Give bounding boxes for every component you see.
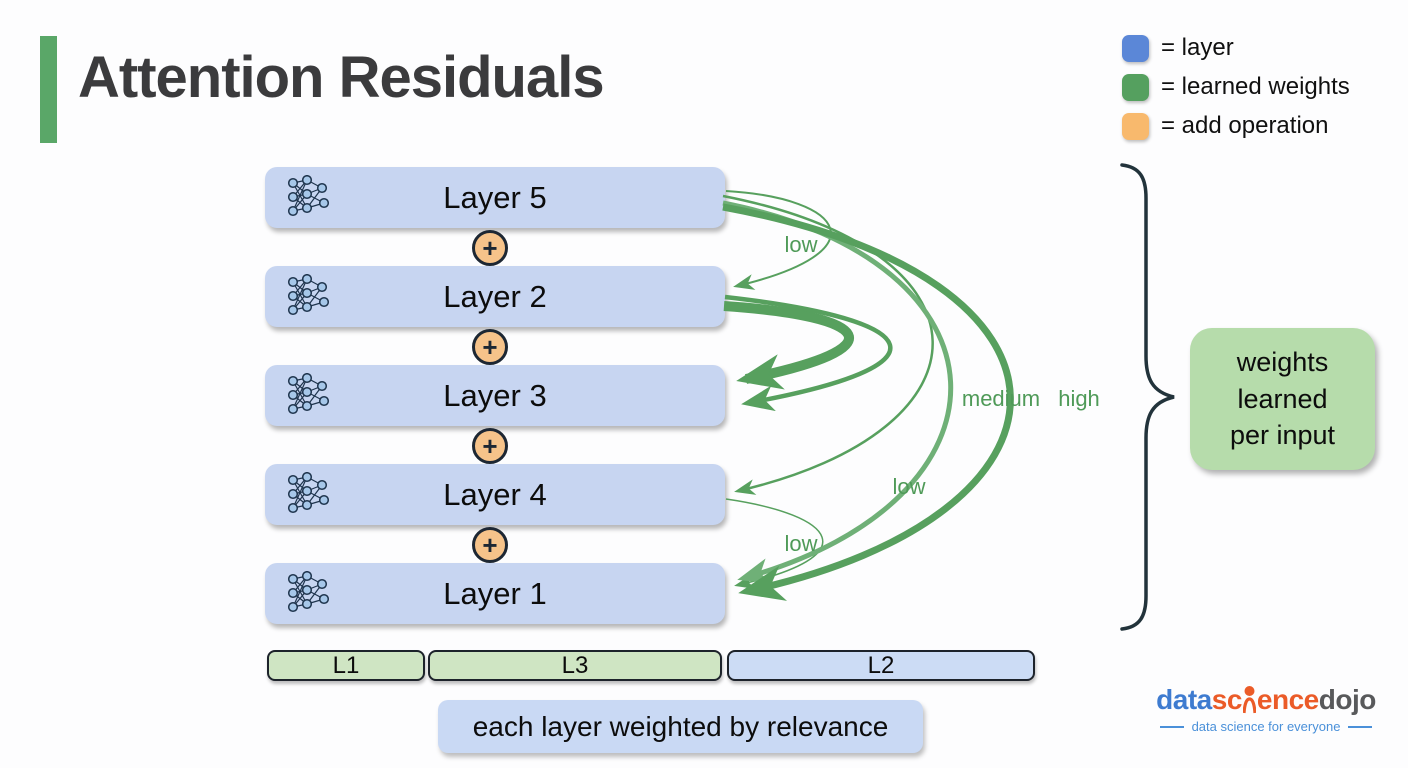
layer-color-swatch bbox=[1122, 34, 1149, 62]
title-accent-bar bbox=[40, 36, 57, 143]
caption-text: each layer weighted by relevance bbox=[472, 710, 889, 742]
note-line: weights bbox=[1236, 347, 1329, 378]
logo-word-science-suffix: ence bbox=[1256, 684, 1319, 715]
logo-word-dojo: dojo bbox=[1318, 684, 1377, 715]
page-title: Attention Residuals bbox=[78, 45, 605, 110]
tagline-dash bbox=[1348, 725, 1373, 728]
neural-network-icon bbox=[287, 472, 330, 514]
layer-box-1: Layer 1 bbox=[265, 563, 725, 624]
weights-color-swatch bbox=[1122, 73, 1149, 101]
legend-row-layer: = layer bbox=[1122, 34, 1350, 62]
logo-tagline-row: data science for everyone bbox=[1159, 719, 1373, 734]
arrow-layer5-to-layer2 bbox=[725, 190, 832, 290]
person-icon bbox=[1242, 686, 1256, 714]
relevance-segment-l3: L3 bbox=[428, 650, 722, 681]
brace bbox=[1120, 163, 1175, 631]
relevance-segment-l2: L2 bbox=[727, 650, 1035, 681]
add-color-swatch bbox=[1122, 112, 1149, 140]
legend-label: = learned weights bbox=[1161, 73, 1350, 100]
caption-box: each layer weighted by relevance bbox=[438, 700, 923, 753]
weight-label-low-l1: low bbox=[784, 531, 817, 556]
layer-box-5: Layer 5 bbox=[265, 167, 725, 228]
add-operation-icon: + bbox=[472, 527, 508, 563]
relevance-segment-l1: L1 bbox=[267, 650, 425, 681]
segment-label: L2 bbox=[867, 651, 895, 679]
legend-label: = add operation bbox=[1161, 112, 1329, 139]
note-line: per input bbox=[1229, 420, 1336, 451]
add-operation-icon: + bbox=[472, 329, 508, 365]
arrow-layer5-to-layer1-high bbox=[722, 203, 1014, 601]
logo-tagline: data science for everyone bbox=[1191, 719, 1341, 734]
weight-label-low-l4: low bbox=[892, 474, 925, 499]
neural-network-icon bbox=[287, 175, 330, 217]
layer-box-4: Layer 4 bbox=[265, 464, 725, 525]
legend-label: = layer bbox=[1161, 34, 1234, 61]
layer-label: Layer 3 bbox=[443, 377, 547, 413]
weight-label-low-l2: low bbox=[784, 232, 817, 257]
tagline-dash bbox=[1159, 725, 1184, 728]
weights-note: weights learned per input bbox=[1190, 328, 1375, 470]
layer-label: Layer 2 bbox=[443, 278, 547, 314]
layer-box-2: Layer 2 bbox=[265, 266, 725, 327]
weight-label-medium: medium bbox=[962, 386, 1040, 411]
add-operation-icon: + bbox=[472, 428, 508, 464]
layer-label: Layer 1 bbox=[443, 575, 547, 611]
arrow-layer2-to-layer3-medium bbox=[724, 294, 893, 412]
segment-label: L1 bbox=[332, 651, 360, 679]
layer-label: Layer 4 bbox=[443, 476, 547, 512]
segment-label: L3 bbox=[561, 651, 589, 679]
legend: = layer = learned weights = add operatio… bbox=[1122, 34, 1350, 140]
layer-box-3: Layer 3 bbox=[265, 365, 725, 426]
arrow-layer5-to-layer1-medium bbox=[722, 200, 954, 584]
logo-word-data: data bbox=[1156, 684, 1212, 715]
legend-row-add: = add operation bbox=[1122, 112, 1350, 140]
note-line: learned bbox=[1237, 383, 1328, 414]
add-operation-icon: + bbox=[472, 230, 508, 266]
weight-label-high: high bbox=[1058, 386, 1100, 411]
neural-network-icon bbox=[287, 274, 330, 316]
layer-label: Layer 5 bbox=[443, 179, 547, 215]
neural-network-icon bbox=[287, 571, 330, 613]
legend-row-weights: = learned weights bbox=[1122, 73, 1350, 101]
logo-word-science-prefix: sc bbox=[1211, 684, 1243, 715]
arrow-layer5-to-layer4 bbox=[722, 194, 934, 495]
arrow-layer4-to-layer1 bbox=[725, 498, 824, 590]
arrow-layer2-to-layer3-thick bbox=[723, 301, 854, 390]
neural-network-icon bbox=[287, 373, 330, 415]
